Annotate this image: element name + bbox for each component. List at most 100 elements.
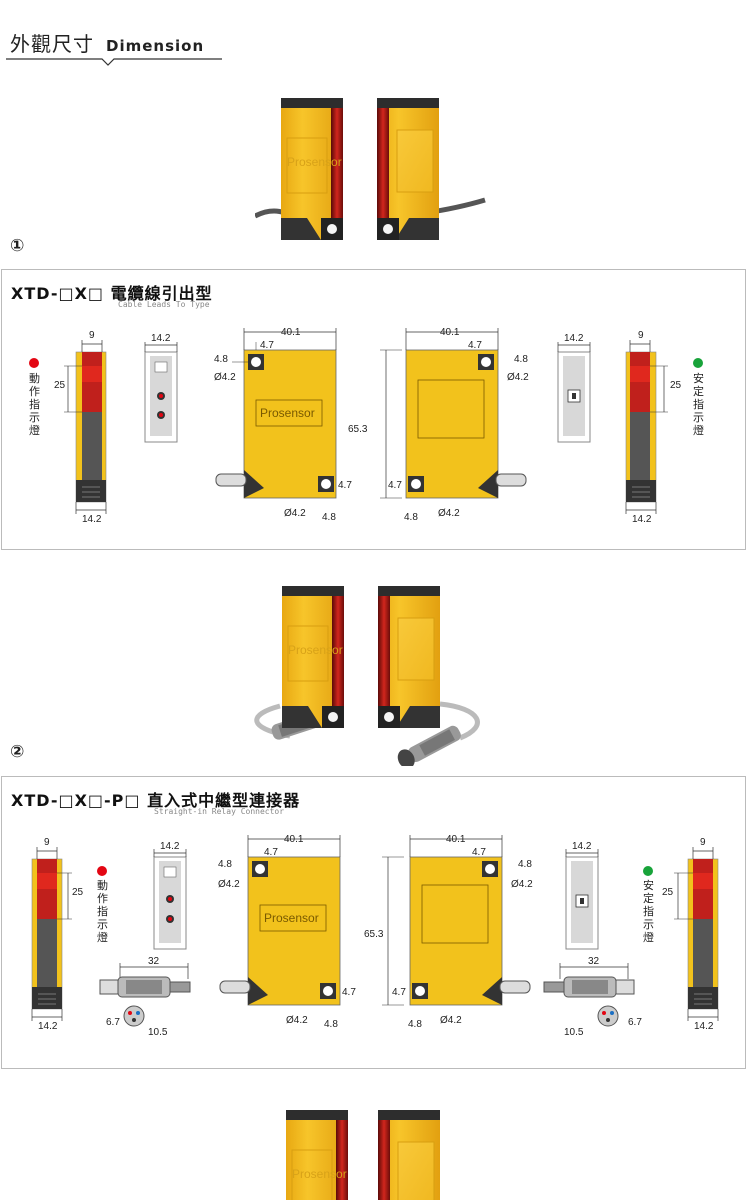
svg-text:40.1: 40.1 xyxy=(446,834,466,845)
svg-text:40.1: 40.1 xyxy=(284,834,304,845)
connector-right: 32 10.5 6.7 xyxy=(543,956,642,1038)
svg-text:示: 示 xyxy=(29,411,40,424)
dim-65-3: 65.3 xyxy=(348,424,368,435)
brand-label: Prosensor xyxy=(264,911,319,925)
stability-led-icon xyxy=(693,358,703,368)
top-view-right: 14.2 xyxy=(557,333,591,443)
svg-text:指: 指 xyxy=(29,397,40,411)
svg-text:32: 32 xyxy=(148,956,160,967)
dimension-drawing-connector: 9 25 14.2 動 作 指 示 燈 14.2 xyxy=(31,834,719,1038)
svg-text:4.8: 4.8 xyxy=(218,859,232,870)
svg-text:9: 9 xyxy=(700,837,706,848)
svg-text:4.7: 4.7 xyxy=(338,480,352,491)
svg-text:6.7: 6.7 xyxy=(628,1017,642,1028)
page-title: 外觀尺寸 Dimension xyxy=(10,28,204,57)
svg-text:燈: 燈 xyxy=(693,423,704,437)
svg-text:安: 安 xyxy=(643,878,654,892)
svg-text:4.7: 4.7 xyxy=(260,340,274,351)
svg-text:Ø4.2: Ø4.2 xyxy=(286,1015,308,1026)
side-view-right: 9 25 14.2 xyxy=(662,837,719,1032)
model-name-zh: 電纜線引出型 xyxy=(110,284,213,303)
label-stability-indicator: 安 定 指 示 燈 xyxy=(643,878,654,944)
section-number-1: ① xyxy=(10,236,25,256)
svg-text:安: 安 xyxy=(693,371,704,385)
svg-text:4.7: 4.7 xyxy=(468,340,482,351)
model-code: XTD-□X□ xyxy=(11,284,105,303)
product-photo-connector-type: Prosensor xyxy=(254,586,480,766)
svg-text:指: 指 xyxy=(643,904,654,918)
back-view: 40.1 4.7 4.8 Ø4.2 4.7 4.8 Ø4.2 xyxy=(392,834,533,1030)
side-view-left: 9 25 14.2 xyxy=(54,330,107,525)
back-view: 40.1 4.7 4.8 Ø4.2 4.7 4.8 Ø4.2 xyxy=(388,327,529,523)
product-photo-cable-type: Prosensor xyxy=(255,98,486,241)
product-photo-third: Prosensor xyxy=(285,1110,441,1200)
svg-text:Ø4.2: Ø4.2 xyxy=(507,372,529,383)
top-view-right: 14.2 xyxy=(565,841,599,950)
model-name-en: Cable Leads To Type xyxy=(118,300,210,309)
svg-text:4.7: 4.7 xyxy=(392,987,406,998)
svg-text:4.8: 4.8 xyxy=(408,1019,422,1030)
svg-text:14.2: 14.2 xyxy=(160,841,180,852)
svg-text:動: 動 xyxy=(29,371,40,385)
page-title-en: Dimension xyxy=(106,37,205,55)
svg-text:14.2: 14.2 xyxy=(38,1021,58,1032)
svg-text:25: 25 xyxy=(72,887,84,898)
front-view: Prosensor 40.1 4.7 4.8 Ø4.2 Ø4.2 4.7 4.8 xyxy=(218,834,356,1030)
svg-text:作: 作 xyxy=(97,892,108,905)
svg-text:示: 示 xyxy=(693,411,704,424)
svg-text:14.2: 14.2 xyxy=(694,1021,714,1032)
svg-text:4.7: 4.7 xyxy=(342,987,356,998)
dimension-drawing-cable: 9 25 14.2 動 作 指 示 燈 14.2 xyxy=(29,327,704,525)
svg-text:10.5: 10.5 xyxy=(148,1027,168,1038)
svg-text:Ø4.2: Ø4.2 xyxy=(511,879,533,890)
operation-led-icon xyxy=(29,358,39,368)
section-number-2: ② xyxy=(10,742,25,762)
svg-text:14.2: 14.2 xyxy=(151,333,171,344)
svg-text:Prosensor: Prosensor xyxy=(287,155,342,169)
model-name-zh: 直入式中繼型連接器 xyxy=(147,791,301,810)
svg-text:4.8: 4.8 xyxy=(322,512,336,523)
svg-text:動: 動 xyxy=(97,878,108,892)
model-code: XTD-□X□-P□ xyxy=(11,791,141,810)
svg-text:25: 25 xyxy=(670,380,682,391)
side-view-right: 9 25 14.2 xyxy=(625,330,682,525)
svg-text:作: 作 xyxy=(29,385,40,398)
svg-text:4.8: 4.8 xyxy=(214,354,228,365)
svg-text:Prosensor: Prosensor xyxy=(288,643,343,657)
svg-text:6.7: 6.7 xyxy=(106,1017,120,1028)
svg-text:定: 定 xyxy=(693,384,704,398)
svg-text:示: 示 xyxy=(97,918,108,931)
label-operation-indicator: 動 作 指 示 燈 xyxy=(97,878,108,944)
svg-text:40.1: 40.1 xyxy=(281,327,301,338)
top-view-left: 14.2 xyxy=(153,841,187,950)
svg-text:Ø4.2: Ø4.2 xyxy=(284,508,306,519)
dim-9: 9 xyxy=(89,330,95,341)
svg-text:Prosensor: Prosensor xyxy=(292,1167,347,1181)
front-view: Prosensor 40.1 4.7 4.8 Ø4.2 Ø4.2 4.7 4.8 xyxy=(214,327,352,523)
svg-text:4.8: 4.8 xyxy=(514,354,528,365)
label-operation-indicator: 動 作 指 示 燈 xyxy=(29,371,40,437)
svg-text:燈: 燈 xyxy=(643,930,654,944)
panel-title-cable: XTD-□X□ 電纜線引出型 xyxy=(11,280,213,304)
dimension-panel-connector: XTD-□X□-P□ 直入式中繼型連接器 Straight-in Relay C… xyxy=(1,776,746,1069)
svg-text:14.2: 14.2 xyxy=(564,333,584,344)
title-underline xyxy=(6,58,222,66)
label-stability-indicator: 安 定 指 示 燈 xyxy=(693,371,704,437)
svg-text:14.2: 14.2 xyxy=(632,514,652,525)
svg-text:示: 示 xyxy=(643,918,654,931)
svg-text:25: 25 xyxy=(662,887,674,898)
dim-14-2: 14.2 xyxy=(82,514,102,525)
page-title-zh: 外觀尺寸 xyxy=(10,32,94,56)
connector-left: 32 6.7 10.5 xyxy=(99,956,191,1038)
svg-text:4.7: 4.7 xyxy=(388,480,402,491)
svg-text:定: 定 xyxy=(643,891,654,905)
svg-text:燈: 燈 xyxy=(97,930,108,944)
svg-text:4.7: 4.7 xyxy=(472,847,486,858)
svg-text:4.8: 4.8 xyxy=(404,512,418,523)
dim-25: 25 xyxy=(54,380,66,391)
svg-text:Ø4.2: Ø4.2 xyxy=(440,1015,462,1026)
svg-text:Ø4.2: Ø4.2 xyxy=(218,879,240,890)
svg-text:32: 32 xyxy=(588,956,600,967)
brand-label: Prosensor xyxy=(260,406,315,420)
svg-text:燈: 燈 xyxy=(29,423,40,437)
